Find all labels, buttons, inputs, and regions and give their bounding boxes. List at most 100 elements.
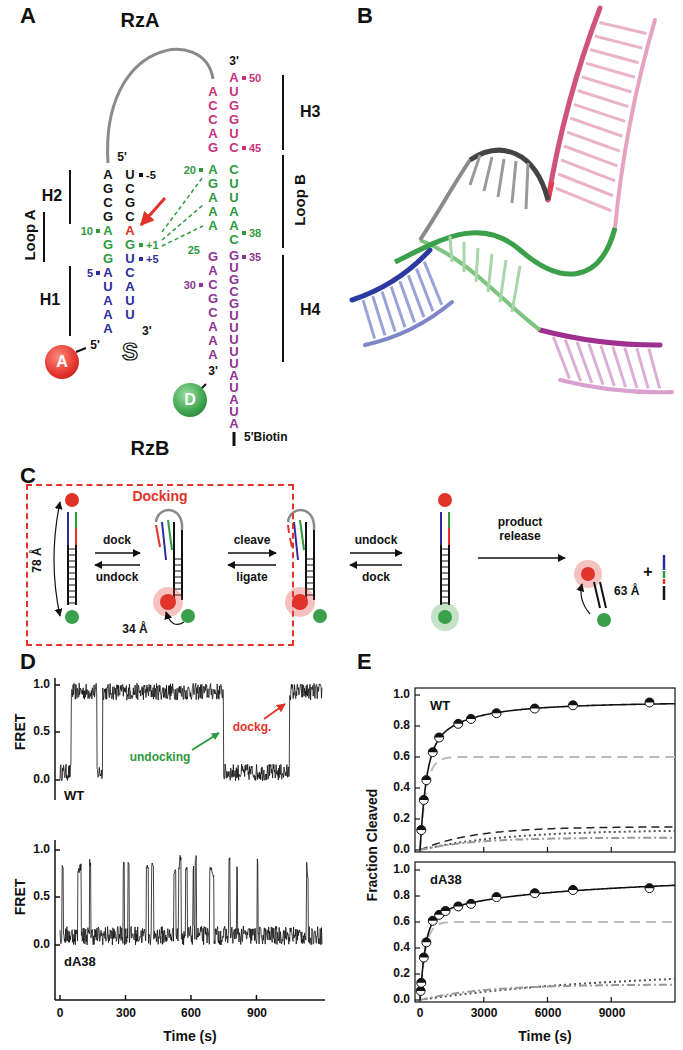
base-pair-rung <box>500 260 506 302</box>
axis-tick <box>415 921 420 922</box>
base-sequence: GUGCGUUUUUAUAUA <box>229 250 240 430</box>
base-pair <box>174 565 182 566</box>
data-point-half <box>417 826 426 831</box>
fit-component <box>420 827 675 850</box>
data-point <box>422 776 431 785</box>
base-pair-rung <box>382 292 395 332</box>
base-pair-rung <box>373 296 385 335</box>
base-sequence: UCGC <box>125 168 136 224</box>
data-point-half <box>645 698 654 703</box>
fluorophore <box>292 594 308 610</box>
product-fragment <box>663 555 666 570</box>
base-pair-rung <box>450 236 452 262</box>
text-label: 5'Biotin <box>244 431 288 445</box>
base-pair <box>441 591 449 592</box>
text-label: RzB <box>131 437 170 460</box>
reaction-arrow <box>350 552 402 554</box>
base-pair <box>441 573 449 574</box>
text-label: 3' <box>142 325 152 339</box>
text-label: dock <box>362 571 390 585</box>
text-label: 1.0 <box>33 678 50 692</box>
base-pair <box>174 583 182 584</box>
numbering-tick <box>242 255 246 259</box>
text-label: undocking <box>130 751 191 765</box>
data-point-half <box>419 953 428 958</box>
distance-arrow <box>581 584 590 614</box>
data-point <box>441 906 450 915</box>
fit-component <box>420 979 675 1000</box>
panel-letter: B <box>357 3 373 28</box>
reaction-arrow <box>228 564 276 566</box>
text-label: 34 Å <box>122 623 147 637</box>
base-sequence: AGCG <box>103 168 114 224</box>
numbering-tick <box>199 283 203 287</box>
data-point <box>419 953 428 962</box>
data-point <box>417 826 426 835</box>
data-point-half <box>569 886 578 890</box>
strand-segment <box>294 522 298 560</box>
numbering-tick <box>242 76 246 80</box>
data-point <box>428 748 437 757</box>
base-pair-rung <box>601 345 614 386</box>
y-axis <box>54 678 56 800</box>
base-pair-rung <box>470 155 480 185</box>
axis-tick <box>611 847 612 852</box>
numbering-tick <box>139 257 143 261</box>
docking-box: Docking <box>26 484 294 646</box>
strand-segment <box>448 528 450 545</box>
data-point-half <box>454 902 463 907</box>
region-bar <box>69 170 71 224</box>
fluorophore <box>581 567 595 581</box>
base-pair <box>306 559 314 560</box>
fluorophore-circle: A <box>45 345 79 379</box>
fluorophore-circle: D <box>173 383 207 417</box>
fit-curve <box>420 885 675 1000</box>
text-label: 0.8 <box>393 719 410 733</box>
data-point <box>467 714 476 723</box>
base-pair-rung <box>488 254 492 292</box>
base-pair <box>68 603 76 604</box>
text-label: 35 <box>249 251 261 264</box>
backbone-ribbon <box>615 20 655 228</box>
base-pair <box>441 567 449 568</box>
axis-tick <box>415 787 420 788</box>
text-label: cleave <box>234 534 271 548</box>
text-label: 0.5 <box>33 725 50 739</box>
base-pair-rung <box>476 248 478 282</box>
text-label: 6000 <box>535 1007 562 1021</box>
axis-tick <box>415 973 420 974</box>
axis-tick <box>55 849 60 851</box>
text-label: 9000 <box>599 1007 626 1021</box>
node-text: A <box>56 353 68 371</box>
helix-strand <box>181 530 183 555</box>
backbone-ribbon <box>540 330 660 345</box>
data-point-half <box>467 899 476 904</box>
base-pair <box>174 577 182 578</box>
fret-trace <box>60 683 322 781</box>
distance-arrow <box>166 612 184 624</box>
text-label: 900 <box>247 1007 267 1021</box>
text-label: 50 <box>249 72 261 85</box>
data-point <box>569 885 578 894</box>
text-label: 0.6 <box>393 915 410 929</box>
text-label: +5 <box>146 253 159 266</box>
helix-strand <box>67 545 69 605</box>
dye-linker <box>76 348 86 352</box>
text-label: H4 <box>300 301 320 319</box>
backbone-ribbon <box>352 250 430 300</box>
data-point <box>492 709 501 718</box>
reaction-arrow <box>228 552 276 554</box>
axis-title: 78 Å <box>31 547 45 572</box>
text-label: 5 <box>87 267 93 280</box>
fluorophore-glow <box>431 603 459 631</box>
text-label: undock <box>96 571 139 585</box>
base-pair-rung <box>424 262 441 305</box>
base-sequence: CUUAAC <box>229 163 240 247</box>
product-fragment <box>663 579 666 584</box>
axis-tick <box>415 818 420 819</box>
data-point-half <box>454 719 463 724</box>
tertiary-contact <box>162 226 203 246</box>
axis-tick <box>256 995 258 1000</box>
callout-arrow <box>192 733 219 750</box>
